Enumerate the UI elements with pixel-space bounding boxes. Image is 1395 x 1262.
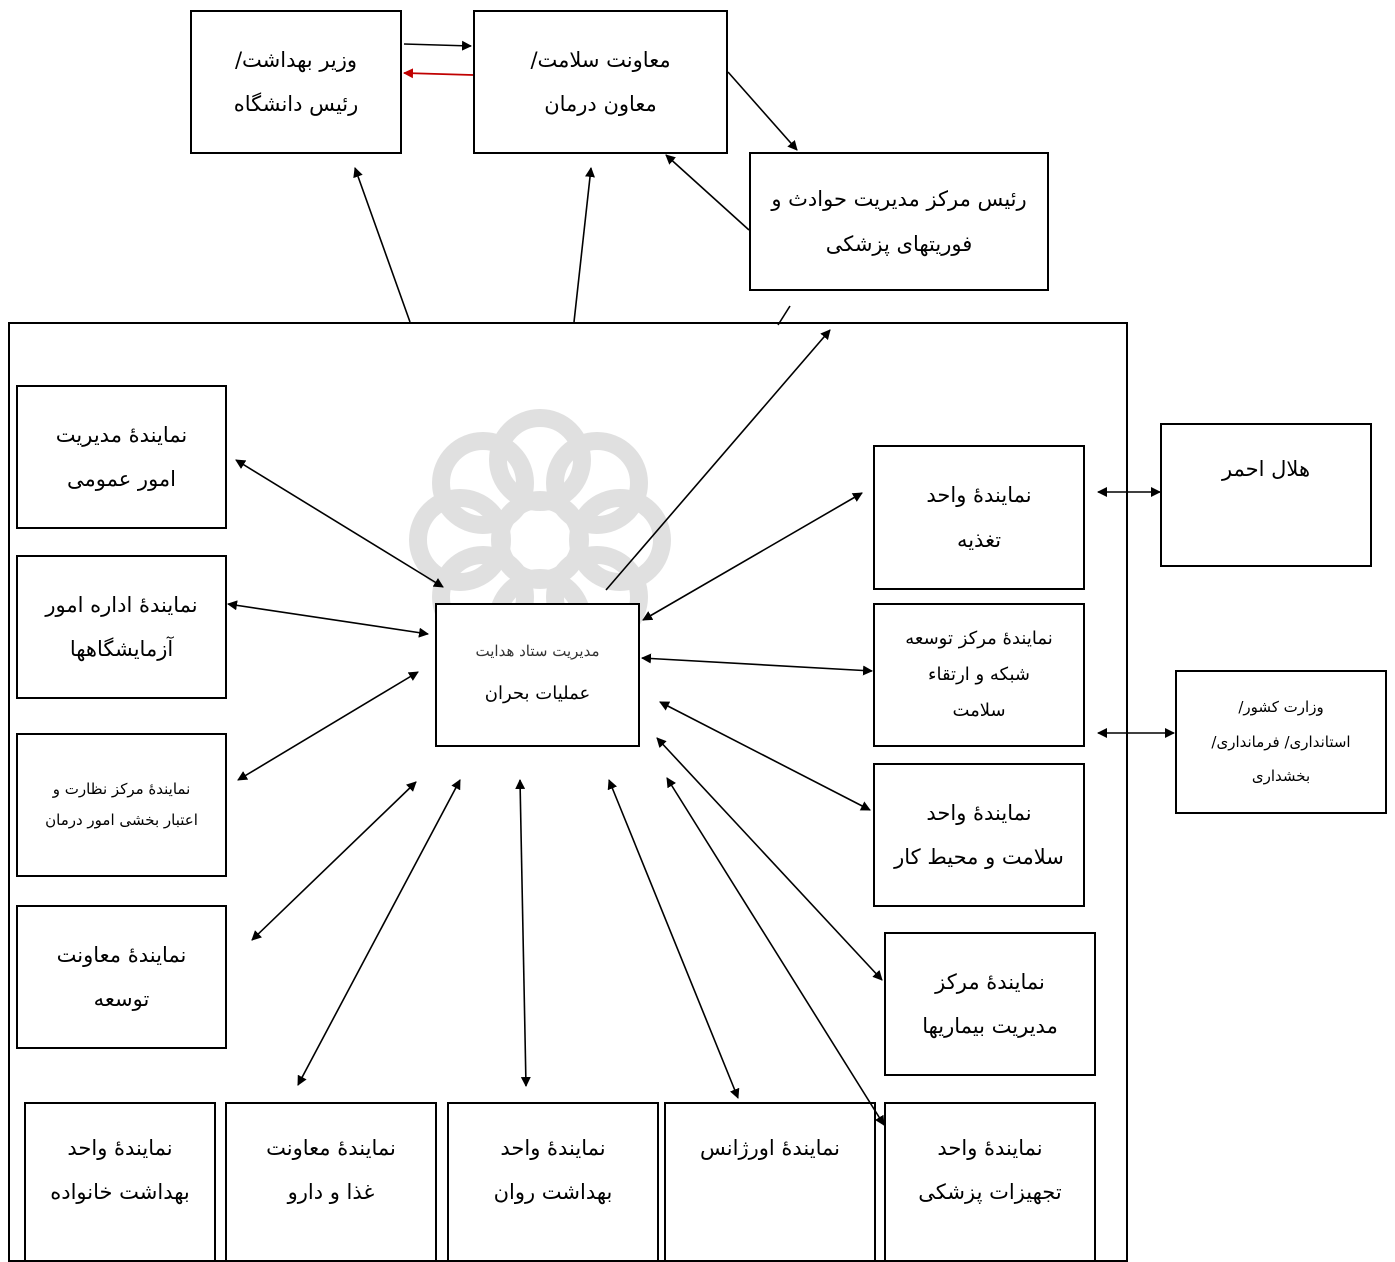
- family-health-line1: نمایندۀ واحد: [67, 1136, 173, 1160]
- arrow-minister-to-deputy: [403, 40, 472, 51]
- network-line2: شبکه و ارتقاء: [928, 664, 1030, 685]
- emergency-unit-line1: نمایندۀ اورژانس: [700, 1136, 840, 1160]
- mental-health-line2: بهداشت روان: [493, 1180, 613, 1205]
- nutrition-line2: تغذیه: [956, 527, 1002, 552]
- general-affairs-line1: نمایندۀ مدیریت: [55, 422, 188, 447]
- red-crescent-line1: هلال احمر: [1221, 457, 1311, 481]
- supervision-line2: اعتبار بخشی امور درمان: [45, 811, 198, 829]
- box-minister: وزیر بهداشت/ رئیس دانشگاه: [190, 10, 402, 154]
- box-red-crescent: هلال احمر: [1160, 423, 1372, 567]
- arrow-hq-nutrition: [642, 492, 863, 621]
- minister-line2: رئیس دانشگاه: [233, 92, 359, 116]
- arrow-hq-disease: [656, 737, 883, 981]
- box-mental-health: نمایندۀ واحد بهداشت روان: [447, 1102, 659, 1262]
- occupational-line1: نمایندۀ واحد: [926, 800, 1032, 825]
- arrow-hq-occupational: [659, 701, 871, 811]
- supervision-line1: نمایندۀ مرکز نظارت و: [52, 779, 191, 798]
- general-affairs-line2: امور عمومی: [66, 467, 177, 491]
- family-health-line2: بهداشت خانواده: [50, 1180, 190, 1205]
- arrow-hq-development: [251, 781, 417, 941]
- arrow-hq-mental-health: [515, 779, 531, 1087]
- box-nutrition: نمایندۀ واحد تغذیه: [873, 445, 1085, 590]
- arrow-hq-supervision: [237, 671, 419, 781]
- development-line2: توسعه: [93, 987, 150, 1011]
- box-interior-ministry: وزارت کشور/ استانداری/ فرمانداری/ بخشدار…: [1175, 670, 1387, 814]
- crisis-hq-line1: مدیریت ستاد هدایت: [475, 642, 600, 661]
- labs-line1: نمایندۀ اداره امور: [45, 592, 198, 617]
- health-deputy-line2: معاون درمان: [544, 92, 657, 116]
- emergency-center-line2: فوریتهای پزشکی: [825, 231, 973, 256]
- arrow-hq-network: [641, 653, 873, 676]
- box-occupational: نمایندۀ واحد سلامت و محیط کار: [873, 763, 1085, 907]
- box-food-drug: نمایندۀ معاونت غذا و دارو: [225, 1102, 437, 1262]
- interior-ministry-line3: بخشداری: [1251, 767, 1311, 786]
- arrow-hq-labs: [227, 600, 429, 638]
- arrow-hq-medical-equipment: [666, 777, 885, 1126]
- arrow-hq-emergency-unit: [607, 779, 740, 1099]
- network-line3: سلامت: [952, 700, 1006, 721]
- arrow-hq-to-emergency-center: [605, 329, 831, 591]
- line-emergency-center-to-frame: [777, 305, 791, 326]
- food-drug-line1: نمایندۀ معاونت: [266, 1136, 396, 1160]
- arrow-hq-general-affairs: [235, 459, 444, 588]
- medical-equipment-line2: تجهیزات پزشکی: [918, 1180, 1062, 1205]
- box-disease: نمایندۀ مرکز مدیریت بیماریها: [884, 932, 1096, 1076]
- box-supervision: نمایندۀ مرکز نظارت و اعتبار بخشی امور در…: [16, 733, 227, 877]
- disease-line1: نمایندۀ مرکز: [935, 969, 1045, 994]
- box-crisis-hq: مدیریت ستاد هدایت عملیات بحران: [435, 603, 640, 747]
- crisis-hq-line2: عملیات بحران: [484, 683, 591, 705]
- arrow-frame-to-deputy: [573, 167, 595, 323]
- box-network: نمایندۀ مرکز توسعه شبکه و ارتقاء سلامت: [873, 603, 1085, 747]
- box-family-health: نمایندۀ واحد بهداشت خانواده: [24, 1102, 216, 1262]
- arrow-emergency-center-to-deputy: [665, 154, 750, 231]
- food-drug-line2: غذا و دارو: [287, 1180, 375, 1205]
- minister-line1: وزیر بهداشت/: [234, 47, 358, 72]
- interior-ministry-line1: وزارت کشور/: [1238, 698, 1324, 717]
- box-development: نمایندۀ معاونت توسعه: [16, 905, 227, 1049]
- box-emergency-unit: نمایندۀ اورژانس: [664, 1102, 876, 1262]
- box-general-affairs: نمایندۀ مدیریت امور عمومی: [16, 385, 227, 529]
- arrow-frame-to-minister: [353, 167, 411, 323]
- interior-ministry-line2: استانداری/ فرمانداری/: [1211, 732, 1351, 751]
- watermark-logo: [409, 409, 671, 671]
- arrow-deputy-to-emergency-center: [727, 71, 798, 151]
- emergency-center-line1: رئیس مرکز مدیریت حوادث و: [771, 187, 1027, 212]
- box-emergency-center: رئیس مرکز مدیریت حوادث و فوریتهای پزشکی: [749, 152, 1049, 291]
- development-line1: نمایندۀ معاونت: [56, 942, 187, 967]
- labs-line2: آزمایشگاهها: [69, 637, 174, 661]
- box-labs: نمایندۀ اداره امور آزمایشگاهها: [16, 555, 227, 699]
- occupational-line2: سلامت و محیط کار: [894, 845, 1064, 869]
- arrow-hq-food-drug: [297, 779, 461, 1086]
- network-line1: نمایندۀ مرکز توسعه: [905, 628, 1053, 649]
- medical-equipment-line1: نمایندۀ واحد: [937, 1136, 1043, 1160]
- box-health-deputy: معاونت سلامت/ معاون درمان: [473, 10, 728, 154]
- arrow-deputy-to-minister-red: [403, 68, 474, 79]
- disease-line2: مدیریت بیماریها: [922, 1014, 1058, 1038]
- mental-health-line1: نمایندۀ واحد: [500, 1136, 606, 1160]
- nutrition-line1: نمایندۀ واحد: [926, 483, 1032, 508]
- health-deputy-line1: معاونت سلامت/: [530, 47, 671, 72]
